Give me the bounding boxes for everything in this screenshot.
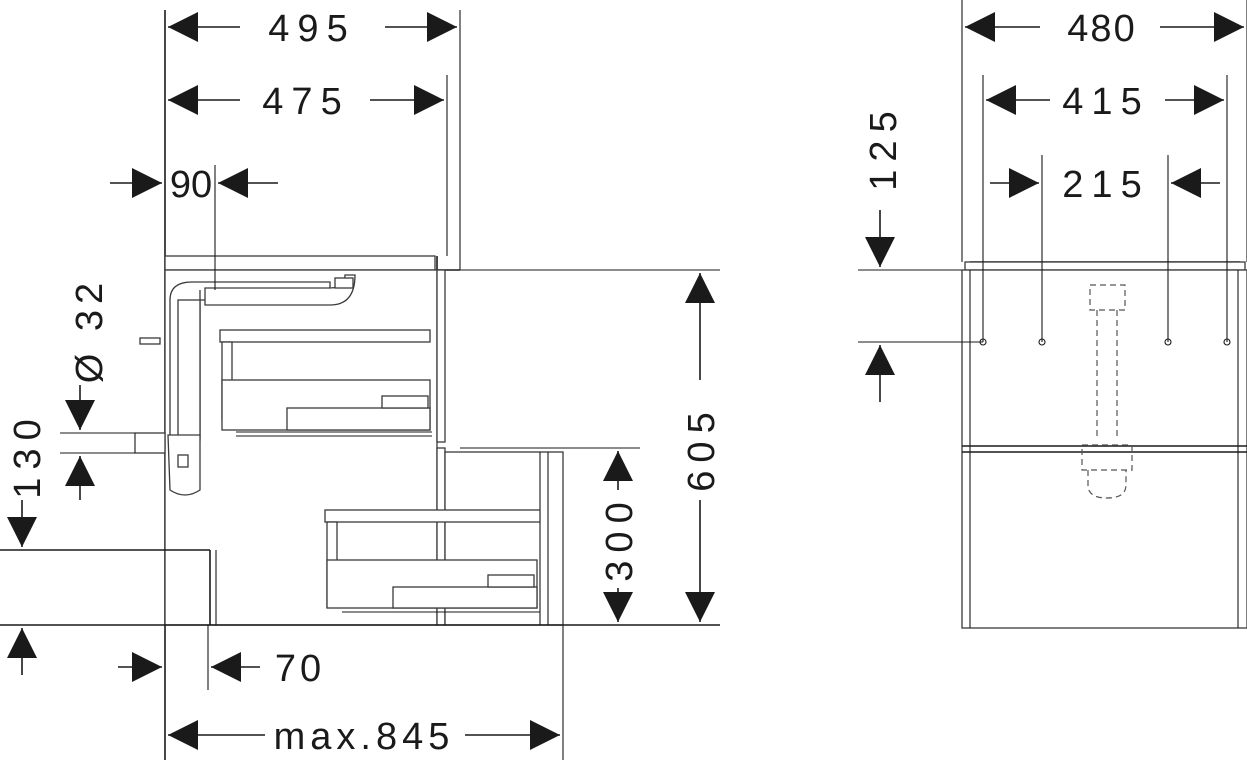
dim-475: 475	[262, 81, 349, 123]
dim-130: 130	[7, 411, 49, 498]
dim-480: 480	[1067, 8, 1136, 50]
front-view: 480 415 215 125	[858, 0, 1247, 629]
dim-415: 415	[1062, 81, 1149, 123]
lower-drawer-runner	[324, 509, 541, 613]
front-cabinet-body	[961, 269, 1247, 629]
dim-125: 125	[863, 103, 905, 190]
dim-70: 70	[275, 648, 325, 690]
upper-drawer-runner	[219, 329, 432, 437]
dim-495: 495	[268, 8, 355, 50]
upper-drawer-front	[436, 269, 446, 443]
dim-215: 215	[1062, 164, 1149, 206]
dim-90: 90	[170, 164, 212, 206]
dim-diameter-32: Ø 32	[69, 277, 111, 383]
siphon-pipe	[167, 274, 356, 496]
dim-605: 605	[681, 404, 723, 491]
wall-outlet	[134, 432, 166, 454]
hidden-siphon	[1081, 284, 1133, 499]
dim-300: 300	[599, 494, 641, 581]
dim-max-845: max.845	[274, 716, 455, 758]
side-view: 495 475 90 Ø 32 130 70 max.845 605 300	[0, 8, 723, 760]
wall-fixing	[139, 337, 161, 345]
basin-top	[164, 255, 436, 271]
